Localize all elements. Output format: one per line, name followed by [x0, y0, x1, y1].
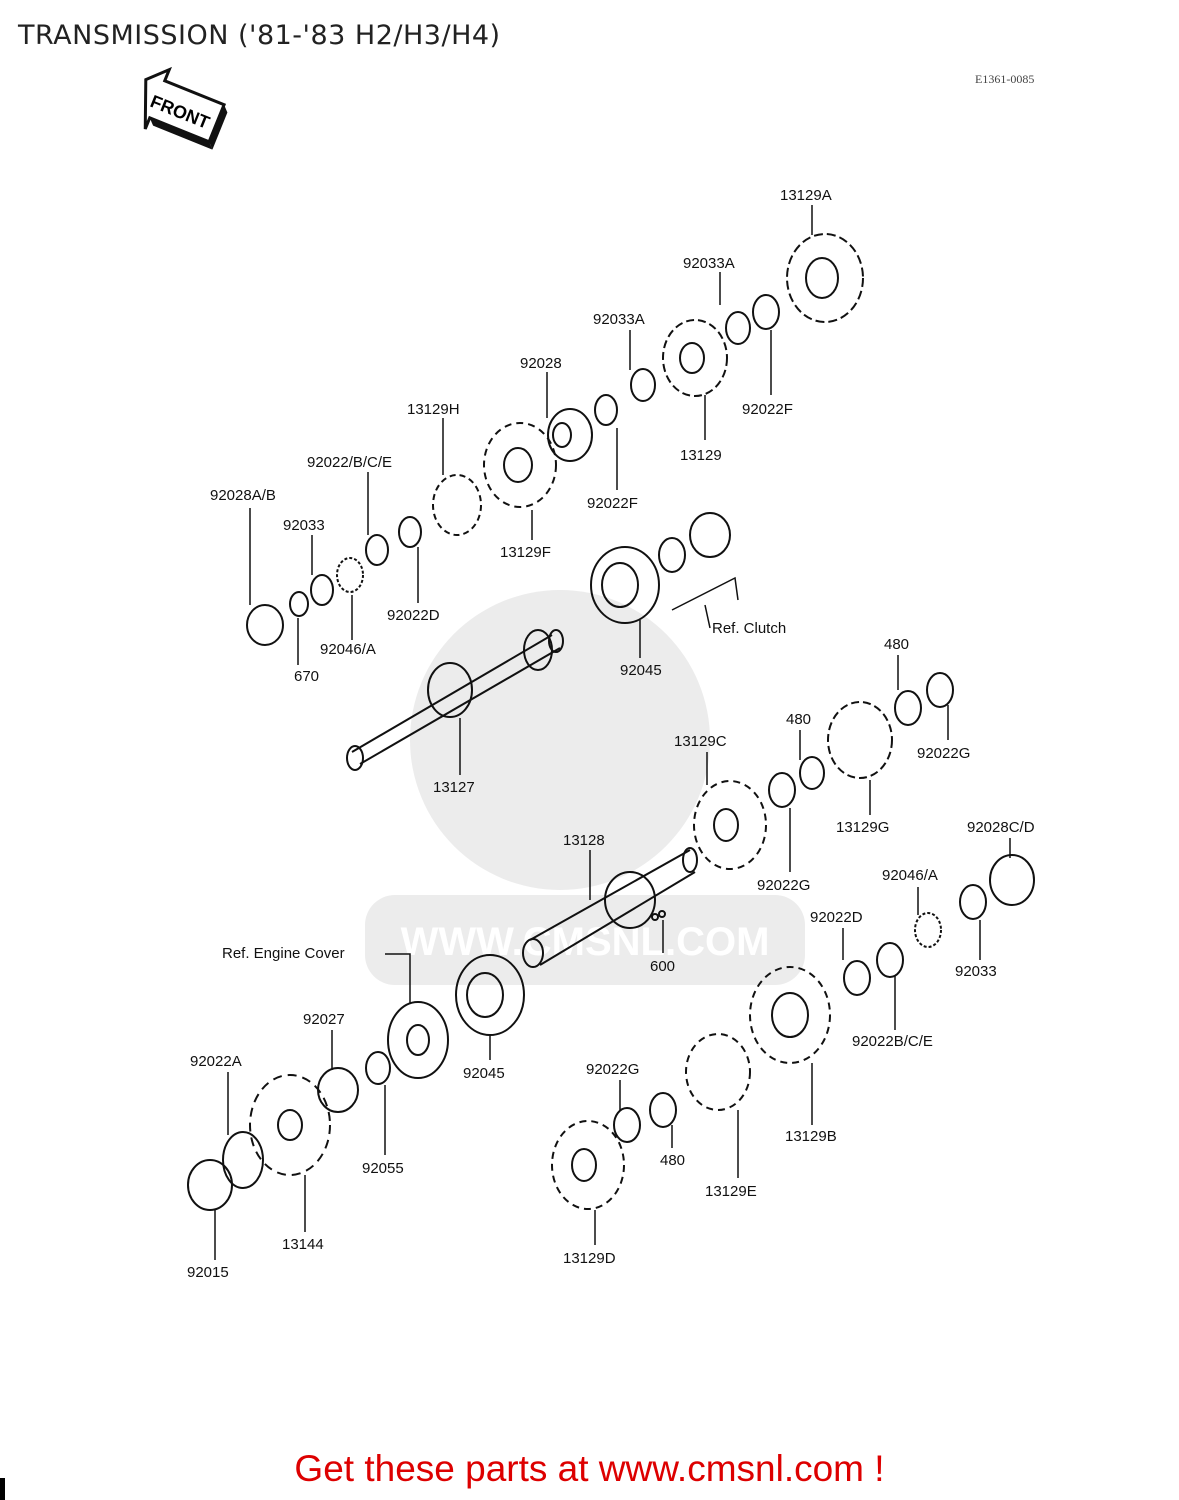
diagram-code: E1361-0085: [975, 72, 1035, 86]
callout-ref-engine-cover: Ref. Engine Cover: [222, 945, 345, 962]
callout-92046A-2: 92046/A: [882, 867, 938, 884]
callout-92022F-2: 92022F: [587, 495, 638, 512]
collar-92027: [317, 1067, 359, 1113]
callout-92022BCE-1: 92022/B/C/E: [307, 454, 392, 471]
callout-92022D-2: 92022D: [810, 909, 863, 926]
callout-13128: 13128: [563, 832, 605, 849]
bearing-92045-upper: [590, 546, 660, 624]
bushing-92028C-D: [989, 854, 1035, 906]
footer-cta-link[interactable]: Get these parts at www.cmsnl.com !: [294, 1448, 885, 1489]
washer-92022A: [222, 1131, 264, 1189]
callout-92045-2: 92045: [463, 1065, 505, 1082]
callout-labels: 13129A 92033A 92033A 92022F 92028 13129 …: [187, 187, 1035, 1281]
needle-bearing-92046-lower: [914, 912, 942, 948]
callout-92033-2: 92033: [955, 963, 997, 980]
page-title: TRANSMISSION ('81-'83 H2/H3/H4): [18, 20, 501, 51]
exploded-parts-diagram: WWW.CMSNL.COM FRONT: [143, 66, 1035, 1281]
callout-leaders: [214, 205, 1011, 1260]
callout-92033A-1: 92033A: [683, 255, 735, 272]
callout-480-1: 480: [884, 636, 909, 653]
callout-92022A: 92022A: [190, 1053, 242, 1070]
callout-13129G: 13129G: [836, 819, 889, 836]
nut-92015: [187, 1159, 233, 1211]
output-shaft-13128: [522, 847, 698, 968]
ref-clutch-leader: [704, 604, 711, 629]
callout-92055: 92055: [362, 1160, 404, 1177]
callout-13129E: 13129E: [705, 1183, 757, 1200]
callout-13129: 13129: [680, 447, 722, 464]
callout-92015: 92015: [187, 1264, 229, 1281]
callout-13129F: 13129F: [500, 544, 551, 561]
bushing-92028: [547, 408, 593, 462]
gear-13129F: [483, 422, 557, 508]
callout-92033A-2: 92033A: [593, 311, 645, 328]
gear-13129C: [693, 780, 767, 870]
gear-13129H: [432, 474, 482, 536]
bushing-92028A-B: [246, 604, 284, 646]
input-shaft-13127: [346, 629, 564, 771]
callout-92022BCE-2: 92022B/C/E: [852, 1033, 933, 1050]
callout-13129A: 13129A: [780, 187, 832, 204]
callout-13127: 13127: [433, 779, 475, 796]
seal-ref-engine-cover: [387, 1001, 449, 1079]
callout-480-2: 480: [786, 711, 811, 728]
callout-13129B: 13129B: [785, 1128, 837, 1145]
ref-clutch-bracket: [671, 576, 739, 611]
gear-13129B: [749, 966, 831, 1064]
front-arrow-icon: [143, 66, 228, 150]
gear-13129E: [685, 1033, 751, 1111]
callout-13129H: 13129H: [407, 401, 460, 418]
watermark-text: WWW.CMSNL.COM: [401, 920, 770, 964]
callout-92022G-3: 92022G: [586, 1061, 639, 1078]
callout-92033-1: 92033: [283, 517, 325, 534]
edge-mark: [0, 1478, 5, 1500]
needle-bearing-92046-upper: [336, 557, 364, 593]
callout-92022D-1: 92022D: [387, 607, 440, 624]
callout-92022F-1: 92022F: [742, 401, 793, 418]
callout-13129D: 13129D: [563, 1250, 616, 1267]
cmsnl-watermark: [365, 590, 805, 985]
callout-92022G-2: 92022G: [757, 877, 810, 894]
callout-92028AB: 92028A/B: [210, 487, 276, 504]
callout-92027: 92027: [303, 1011, 345, 1028]
callout-92028: 92028: [520, 355, 562, 372]
sprocket-13144: [249, 1074, 331, 1176]
callout-600: 600: [650, 958, 675, 975]
washers-and-circlips: [289, 294, 987, 1143]
callout-13129C: 13129C: [674, 733, 727, 750]
ref-engine-cover-bracket: [385, 953, 411, 1003]
callout-13144: 13144: [282, 1236, 324, 1253]
gear-13129: [662, 319, 728, 397]
callout-670: 670: [294, 668, 319, 685]
callout-92022G-1: 92022G: [917, 745, 970, 762]
callout-480-3: 480: [660, 1152, 685, 1169]
gear-13129A: [786, 233, 864, 323]
callout-92045-1: 92045: [620, 662, 662, 679]
callout-92028CD: 92028C/D: [967, 819, 1035, 836]
callout-92046A-1: 92046/A: [320, 641, 376, 658]
gear-13129D: [551, 1120, 625, 1210]
callout-ref-clutch: Ref. Clutch: [712, 620, 786, 637]
gear-13129G: [827, 701, 893, 779]
